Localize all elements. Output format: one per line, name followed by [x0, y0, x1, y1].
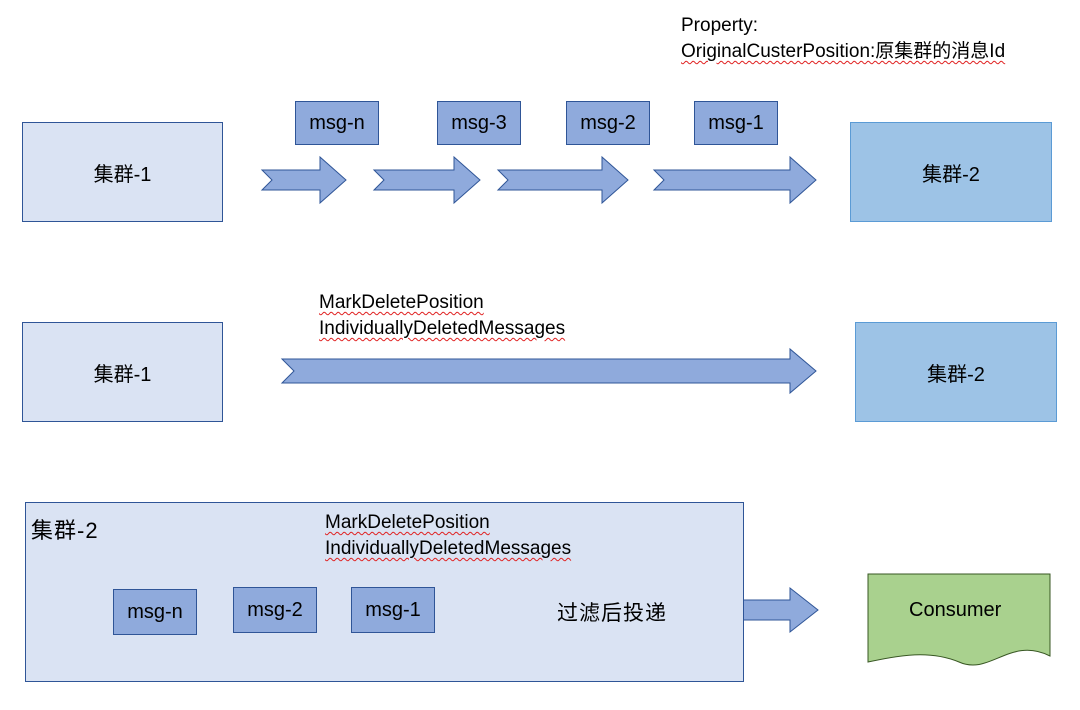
consumer-shape: [867, 573, 1051, 666]
flow-arrow-2: [372, 155, 481, 205]
filter-deliver-label: 过滤后投递: [557, 602, 667, 625]
property-value: OriginalCusterPosition:原集群的消息Id: [681, 41, 1006, 62]
sync-arrow: [280, 347, 817, 395]
source-cluster-box: 集群-1: [22, 322, 223, 422]
source-cluster-box: 集群-1: [22, 122, 223, 222]
target-cluster-box: 集群-2: [855, 322, 1057, 422]
message-box: msg-3: [437, 101, 521, 145]
message-box: msg-2: [566, 101, 650, 145]
flow-arrow-3: [496, 155, 629, 205]
flow-arrow-1: [260, 155, 347, 205]
mark-delete-position-label: MarkDeletePosition: [325, 512, 490, 533]
property-label: Property:: [681, 15, 759, 36]
message-box: msg-1: [351, 587, 435, 633]
message-box: msg-n: [113, 589, 197, 635]
target-cluster-label: 集群-2: [927, 363, 985, 386]
message-box: msg-n: [295, 101, 379, 145]
source-cluster-label: 集群-1: [93, 363, 152, 386]
individually-deleted-label: IndividuallyDeletedMessages: [319, 318, 566, 339]
individually-deleted-label: IndividuallyDeletedMessages: [325, 538, 572, 559]
target-cluster-label: 集群-2: [922, 163, 980, 186]
cluster-2-title: 集群-2: [31, 518, 99, 543]
source-cluster-label: 集群-1: [93, 163, 152, 186]
message-box: msg-1: [694, 101, 778, 145]
target-cluster-box: 集群-2: [850, 122, 1052, 222]
mark-delete-position-label: MarkDeletePosition: [319, 292, 484, 313]
message-box: msg-2: [233, 587, 317, 633]
consumer-label: Consumer: [909, 599, 1002, 621]
flow-arrow-4: [652, 155, 817, 205]
